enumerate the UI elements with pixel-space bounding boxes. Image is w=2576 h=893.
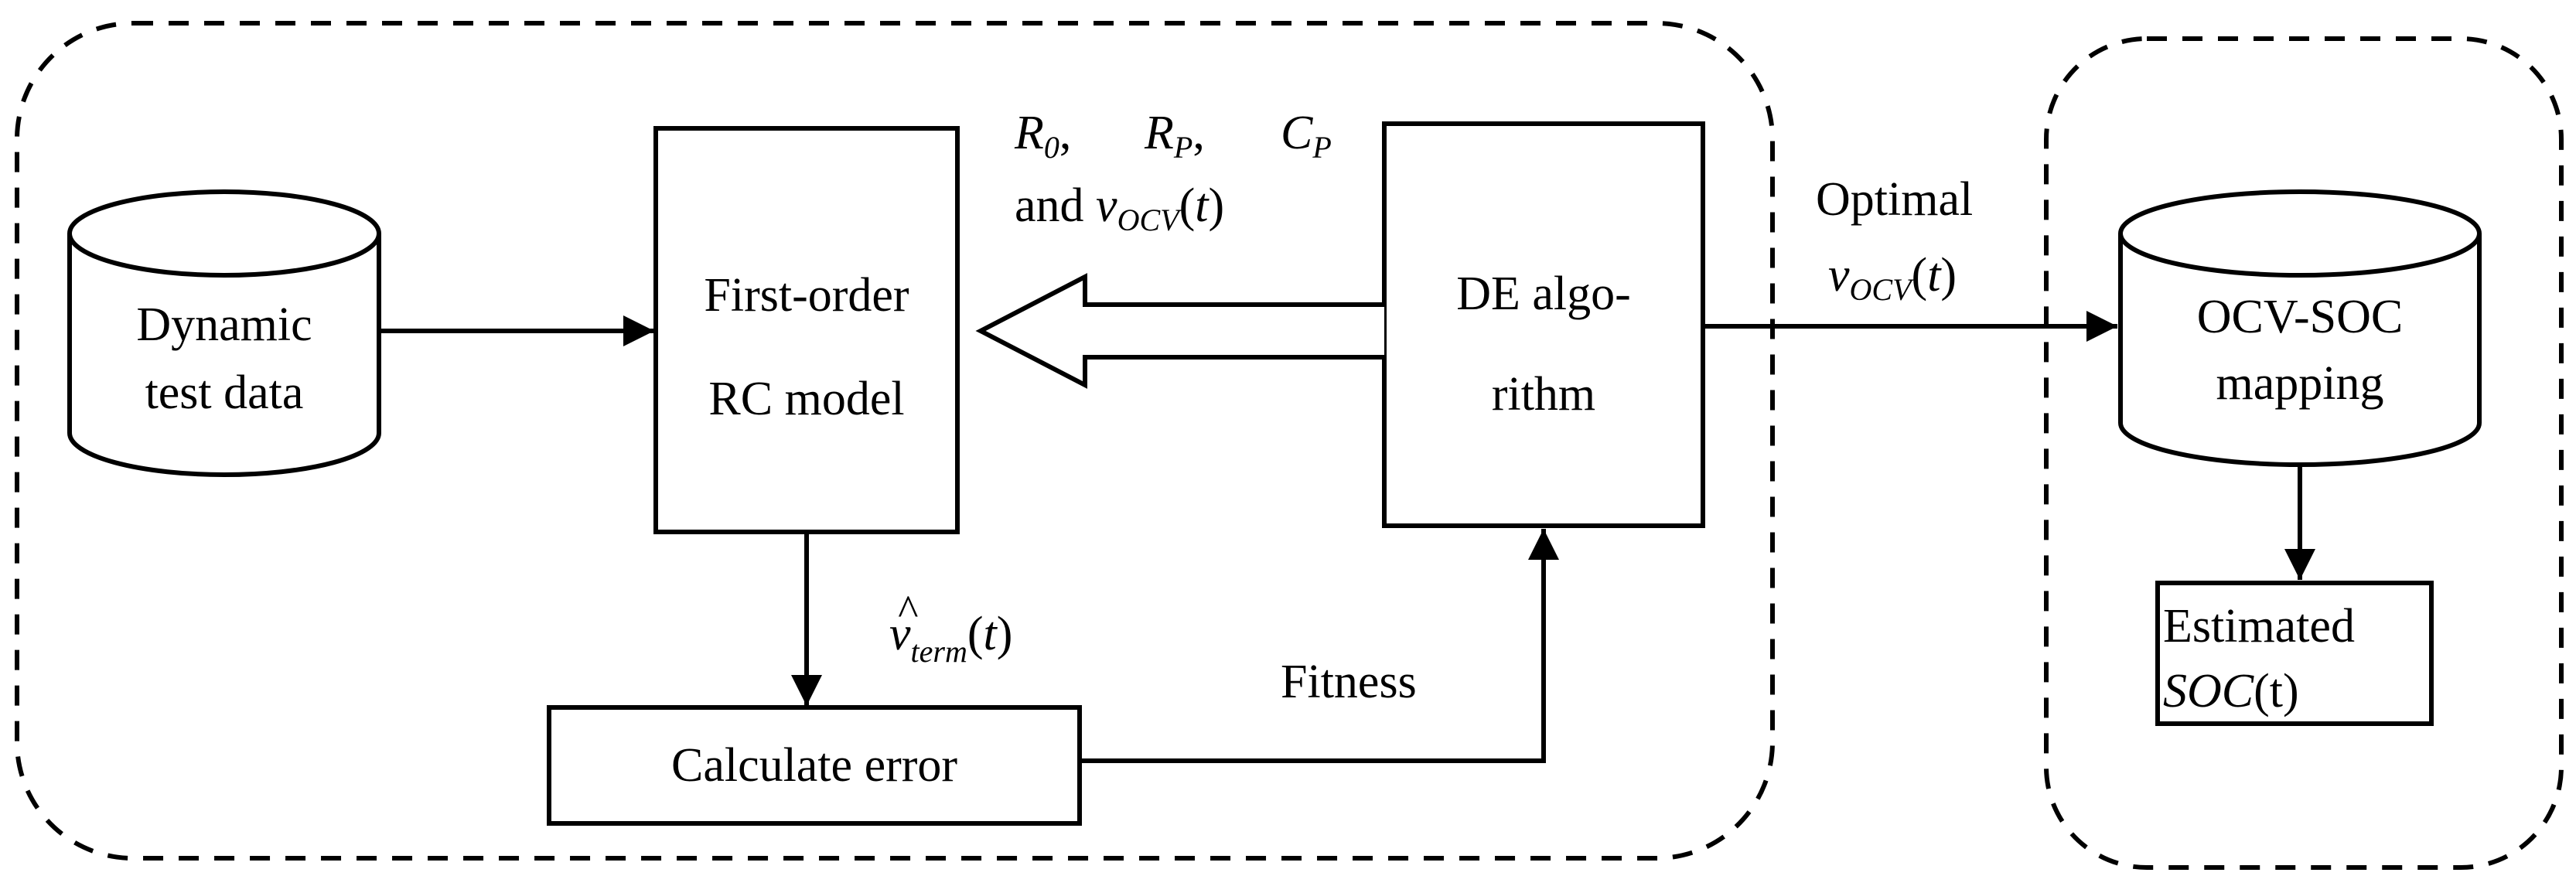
rc-model-box: First-order RC model [653,126,960,534]
rc-model-line2: RC model [708,373,904,425]
estimated-soc-line2: SOC(t) [2163,665,2299,717]
ocv-soc-mapping-cylinder: OCV-SOC mapping [2118,189,2482,467]
optimal-label-line2: vOCV(t) [1828,249,1957,307]
params-label-line1: R0,RP,CP [1014,107,1332,165]
estimated-soc-box: Estimated SOC(t) [2155,581,2434,726]
hollow-arrow-params [975,273,1384,389]
de-algorithm-line2: rithm [1492,368,1595,421]
estimated-soc-line1: Estimated [2163,600,2355,653]
vterm-text: vterm(t) [889,608,1012,669]
de-algorithm-box: DE algo- rithm [1382,121,1705,528]
right-group-boundary [2044,36,2564,870]
vterm-hat: ^ [897,587,918,635]
params-label-line2: and vOCV(t) [1015,179,1224,237]
ocv-soc-mapping-line1: OCV-SOC [2197,291,2403,343]
calculate-error-box: Calculate error [547,705,1082,826]
calculate-error-label: Calculate error [671,739,957,792]
rc-model-line1: First-order [704,269,909,322]
vterm-label: ^ vterm(t) [889,587,1012,669]
optimal-label-line1: Optimal [1816,173,1973,226]
ocv-soc-mapping-line2: mapping [2216,357,2384,410]
fitness-label: Fitness [1281,656,1417,708]
left-group-boundary [15,21,1775,861]
dynamic-test-data-line1: Dynamic [136,298,312,351]
de-algorithm-line1: DE algo- [1456,268,1631,320]
dynamic-test-data-cylinder: Dynamic test data [67,189,381,477]
dynamic-test-data-line2: test data [145,366,304,419]
arrow-error-to-de [1080,529,1559,763]
